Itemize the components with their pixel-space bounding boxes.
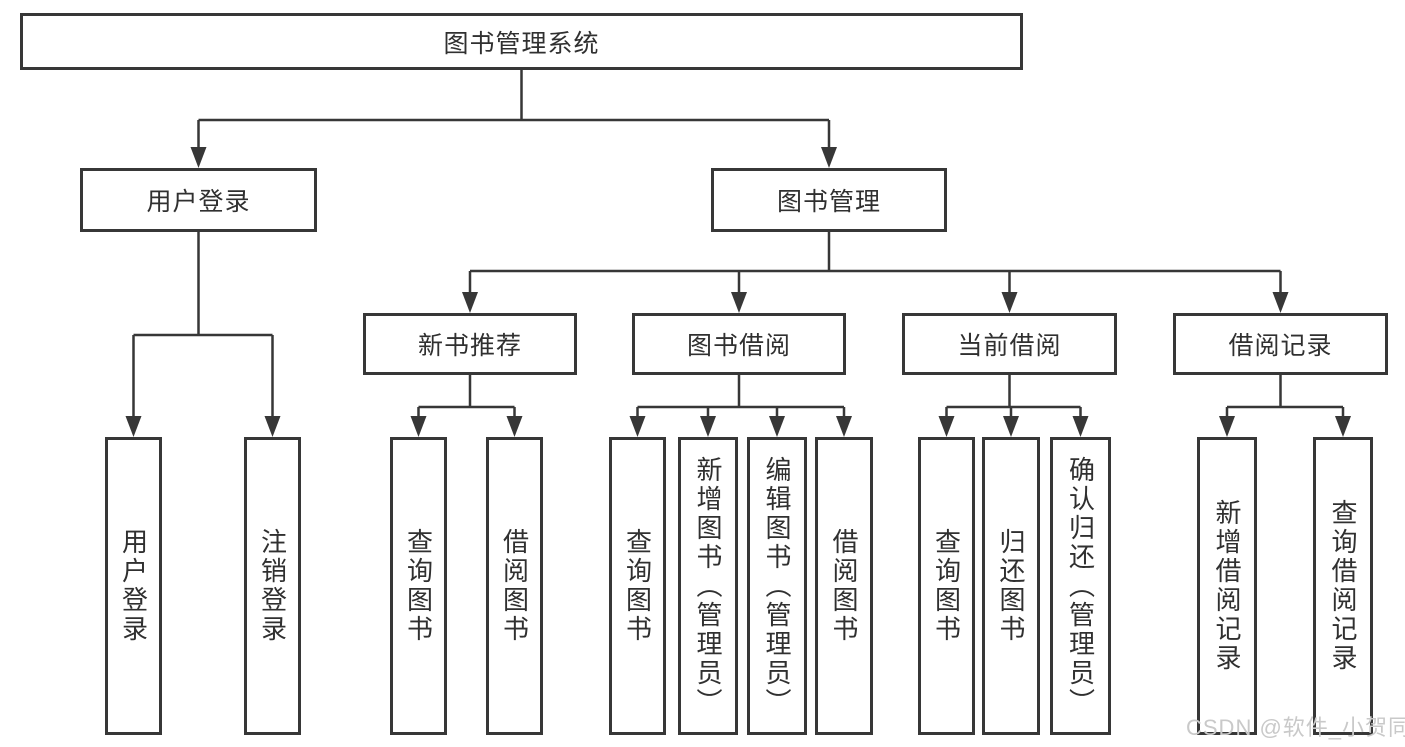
leaf-records-query-record-label: 查询借阅记录 <box>1328 499 1358 673</box>
node-borrowing-records: 借阅记录 <box>1173 313 1388 375</box>
leaf-current-query-books-label: 查询图书 <box>931 528 962 644</box>
node-current-borrowing-label: 当前借阅 <box>957 332 1062 360</box>
connector-borrowing-records <box>1219 375 1351 437</box>
connector-current-borrowing <box>938 375 1089 437</box>
node-book-management: 图书管理 <box>711 168 947 232</box>
node-borrowing-records-label: 借阅记录 <box>1228 332 1333 360</box>
leaf-borrowing-edit-books-admin: 编辑图书（管理员） <box>747 437 807 735</box>
leaf-borrowing-query-books: 查询图书 <box>609 437 666 735</box>
node-new-book-recommend-label: 新书推荐 <box>417 332 522 360</box>
leaf-records-add-record-label: 新增借阅记录 <box>1212 499 1242 673</box>
node-root: 图书管理系统 <box>20 13 1023 70</box>
leaf-borrowing-add-books-admin: 新增图书（管理员） <box>678 437 738 735</box>
leaf-recommend-query-books-label: 查询图书 <box>403 528 434 644</box>
node-root-label: 图书管理系统 <box>443 29 600 58</box>
leaf-current-return-books: 归还图书 <box>982 437 1040 735</box>
connector-root <box>190 70 837 168</box>
leaf-user-login-label: 用户登录 <box>118 528 149 644</box>
node-book-borrowing: 图书借阅 <box>632 313 846 375</box>
node-current-borrowing: 当前借阅 <box>902 313 1117 375</box>
leaf-current-confirm-return-admin-label: 确认归还（管理员） <box>1065 455 1096 717</box>
leaf-user-login: 用户登录 <box>105 437 162 735</box>
node-book-management-label: 图书管理 <box>776 188 881 216</box>
leaf-recommend-borrow-books: 借阅图书 <box>486 437 543 735</box>
connector-user-login <box>125 232 281 437</box>
connector-new-book-recommend <box>410 375 523 437</box>
leaf-current-query-books: 查询图书 <box>918 437 975 735</box>
leaf-current-return-books-label: 归还图书 <box>996 528 1026 644</box>
leaf-recommend-borrow-books-label: 借阅图书 <box>499 528 530 644</box>
leaf-borrowing-edit-books-admin-label: 编辑图书（管理员） <box>762 455 792 717</box>
leaf-borrowing-borrow-books-label: 借阅图书 <box>829 528 859 644</box>
leaf-borrowing-add-books-admin-label: 新增图书（管理员） <box>693 455 723 717</box>
leaf-records-add-record: 新增借阅记录 <box>1197 437 1257 735</box>
leaf-recommend-query-books: 查询图书 <box>390 437 447 735</box>
leaf-borrowing-query-books-label: 查询图书 <box>622 528 653 644</box>
leaf-logout: 注销登录 <box>244 437 301 735</box>
leaf-logout-label: 注销登录 <box>257 528 288 644</box>
node-user-login: 用户登录 <box>80 168 317 232</box>
node-new-book-recommend: 新书推荐 <box>363 313 577 375</box>
connector-book-management <box>462 232 1289 313</box>
connector-book-borrowing <box>629 375 852 437</box>
node-book-borrowing-label: 图书借阅 <box>686 332 791 360</box>
csdn-watermark: CSDN @软件_小贺同学 <box>1186 715 1405 740</box>
leaf-records-query-record: 查询借阅记录 <box>1313 437 1373 735</box>
leaf-borrowing-borrow-books: 借阅图书 <box>815 437 873 735</box>
node-user-login-label: 用户登录 <box>146 188 251 216</box>
leaf-current-confirm-return-admin: 确认归还（管理员） <box>1050 437 1111 735</box>
